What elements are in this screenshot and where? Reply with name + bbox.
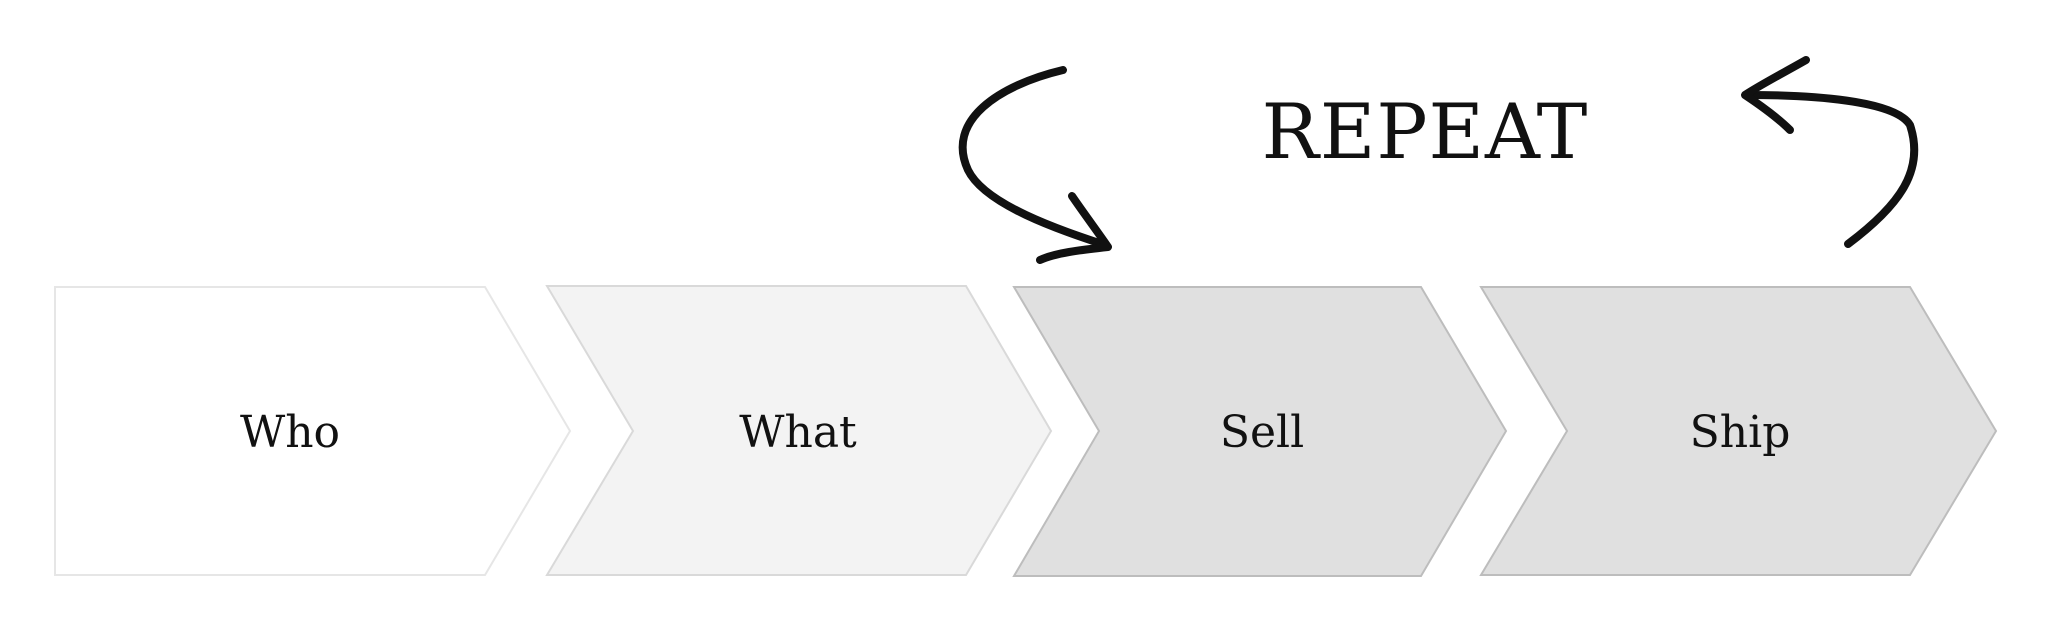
step-sell-shape	[1012, 286, 1508, 577]
repeat-label: REPEAT	[1262, 87, 1589, 176]
step-what-shape	[545, 285, 1053, 576]
step-ship-label: Ship	[1690, 407, 1791, 458]
step-sell-label: Sell	[1220, 407, 1304, 458]
step-what: What	[545, 285, 1053, 576]
step-what-label: What	[739, 407, 857, 458]
step-who-shape	[54, 286, 572, 576]
step-who-label: Who	[240, 407, 340, 458]
step-ship-shape	[1479, 286, 1998, 576]
step-sell: Sell	[1012, 286, 1508, 577]
step-who: Who	[54, 286, 572, 576]
step-ship: Ship	[1479, 286, 1998, 576]
repeat-arrow-back-icon	[1741, 56, 1919, 248]
repeat-arrow-in-icon	[958, 66, 1112, 264]
